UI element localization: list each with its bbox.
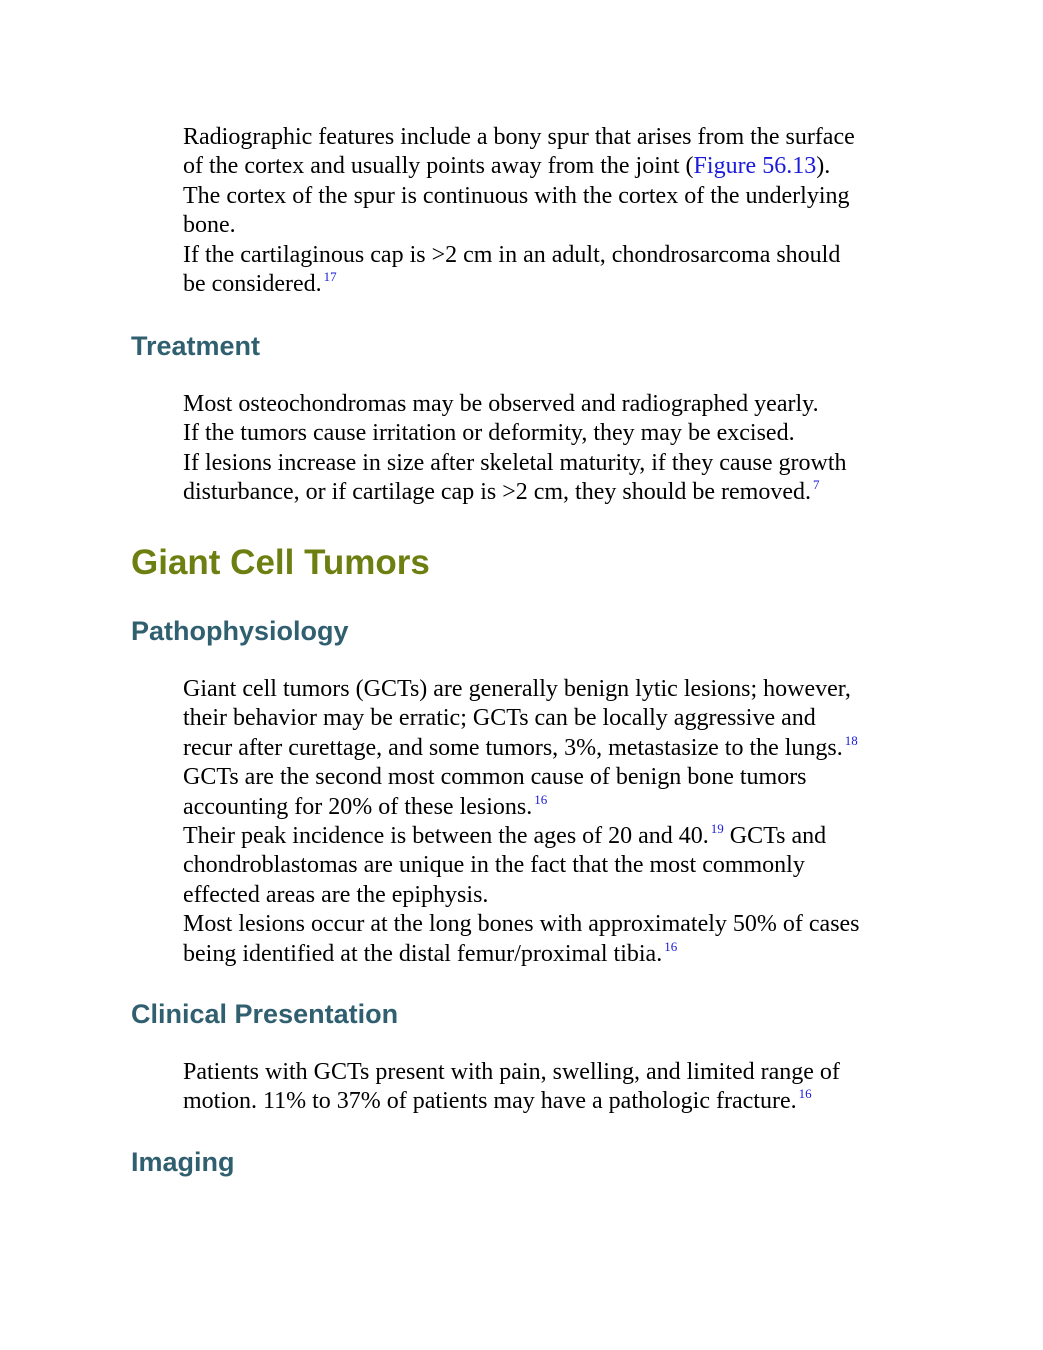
- text-line: If the cartilaginous cap is >2 cm in an …: [183, 241, 841, 268]
- reference-link[interactable]: 16: [798, 1086, 812, 1102]
- text-line: If the tumors cause irritation or deform…: [183, 420, 795, 447]
- text-line: motion. 11% to 37% of patients may have …: [183, 1087, 923, 1116]
- reference-link[interactable]: 16: [534, 791, 548, 807]
- imaging-heading: Imaging: [131, 1147, 235, 1177]
- text-line: The cortex of the spur is continuous wit…: [183, 182, 850, 209]
- text-line: Their peak incidence is between the ages…: [183, 822, 923, 851]
- text-line: bone.: [183, 212, 236, 239]
- text-fragment: disturbance, or if cartilage cap is >2 c…: [183, 479, 811, 506]
- text-fragment: be considered.: [183, 271, 322, 298]
- text-line: Radiographic features include a bony spu…: [183, 124, 855, 150]
- reference-link[interactable]: 18: [844, 732, 858, 748]
- text-fragment: accounting for 20% of these lesions.: [183, 793, 533, 820]
- text-line: be considered.17: [183, 270, 923, 299]
- text-line: Most osteochondromas may be observed and…: [183, 391, 819, 417]
- reference-link[interactable]: 17: [323, 269, 337, 285]
- reference-link[interactable]: 7: [813, 477, 820, 493]
- text-line: of the cortex and usually points away fr…: [183, 152, 923, 181]
- text-line: disturbance, or if cartilage cap is >2 c…: [183, 478, 923, 507]
- pathophysiology-paragraph: Giant cell tumors (GCTs) are generally b…: [183, 675, 923, 969]
- text-fragment: ).: [816, 153, 831, 180]
- text-line: effected areas are the epiphysis.: [183, 881, 489, 908]
- text-line: chondroblastomas are unique in the fact …: [183, 852, 805, 879]
- text-fragment: GCTs and: [723, 823, 827, 850]
- text-line: their behavior may be erratic; GCTs can …: [183, 705, 816, 732]
- treatment-paragraph: Most osteochondromas may be observed and…: [183, 390, 923, 508]
- text-fragment: Their peak incidence is between the ages…: [183, 823, 709, 850]
- reference-link[interactable]: 19: [710, 821, 724, 837]
- text-line: Giant cell tumors (GCTs) are generally b…: [183, 676, 851, 702]
- pathophysiology-heading: Pathophysiology: [131, 616, 349, 646]
- text-line: Most lesions occur at the long bones wit…: [183, 911, 860, 938]
- text-line: being identified at the distal femur/pro…: [183, 940, 923, 969]
- figure-link[interactable]: Figure 56.13: [693, 153, 817, 180]
- text-line: recur after curettage, and some tumors, …: [183, 734, 923, 763]
- text-fragment: of the cortex and usually points away fr…: [183, 153, 694, 180]
- text-line: accounting for 20% of these lesions.16: [183, 793, 923, 822]
- text-line: GCTs are the second most common cause of…: [183, 764, 807, 791]
- treatment-heading: Treatment: [131, 331, 261, 361]
- text-fragment: motion. 11% to 37% of patients may have …: [183, 1088, 797, 1115]
- text-line: If lesions increase in size after skelet…: [183, 449, 847, 476]
- text-fragment: being identified at the distal femur/pro…: [183, 940, 663, 967]
- radiographic-features-paragraph: Radiographic features include a bony spu…: [183, 123, 923, 299]
- clinical-presentation-heading: Clinical Presentation: [131, 999, 399, 1029]
- reference-link[interactable]: 16: [664, 938, 678, 954]
- clinical-presentation-paragraph: Patients with GCTs present with pain, sw…: [183, 1058, 923, 1117]
- section-title: Giant Cell Tumors: [131, 543, 430, 582]
- text-line: Patients with GCTs present with pain, sw…: [183, 1059, 840, 1085]
- text-fragment: recur after curettage, and some tumors, …: [183, 734, 843, 761]
